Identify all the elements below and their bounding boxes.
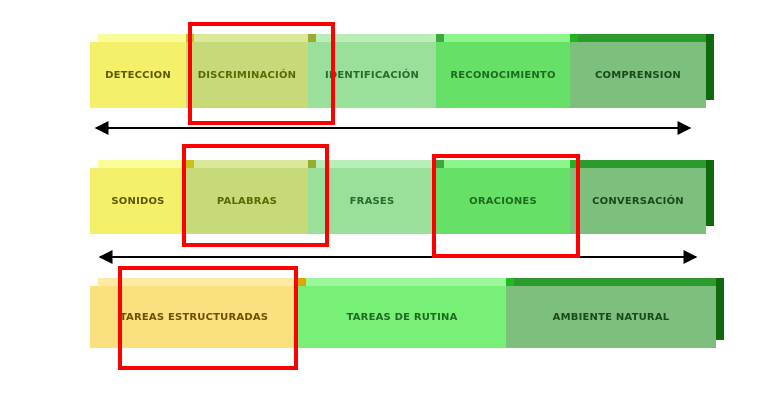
block-ambiente-natural: AMBIENTE NATURAL — [506, 278, 724, 348]
block-label: AMBIENTE NATURAL — [552, 311, 670, 323]
block-face — [436, 168, 570, 234]
block-top — [316, 34, 444, 42]
block-reconocimiento: RECONOCIMIENTO — [436, 34, 578, 108]
block-tareas-estructuradas: TAREAS ESTRUCTURADAS — [90, 278, 306, 348]
block-label: PALABRAS — [216, 195, 278, 207]
block-label: DISCRIMINACIÓN — [197, 69, 297, 81]
block-label: FRASES — [349, 195, 395, 207]
block-label: TAREAS ESTRUCTURADAS — [119, 311, 269, 323]
block-top — [444, 34, 578, 42]
highlight-oraciones — [432, 154, 580, 258]
highlight-palabras — [182, 144, 329, 247]
block-face — [90, 168, 186, 234]
block-face — [186, 168, 308, 234]
block-top — [316, 160, 444, 168]
block-top — [306, 278, 514, 286]
block-label: COMPRENSION — [594, 69, 681, 81]
block-top — [514, 278, 724, 286]
block-top — [578, 34, 714, 42]
block-face — [186, 42, 308, 108]
block-label: IDENTIFICACIÓN — [324, 69, 420, 81]
block-label: ORACIONES — [469, 195, 537, 207]
block-label: SONIDOS — [111, 195, 165, 207]
block-side — [716, 278, 724, 340]
block-face — [308, 42, 436, 108]
block-sonidos: SONIDOS — [90, 160, 194, 234]
block-conversacion: CONVERSACIÓN — [570, 160, 714, 234]
block-top — [578, 160, 714, 168]
block-top — [444, 160, 578, 168]
block-top — [98, 278, 306, 286]
block-face — [570, 42, 706, 108]
block-tareas-de-rutina: TAREAS DE RUTINA — [298, 278, 514, 348]
block-face — [90, 42, 186, 108]
highlight-tareas-estructuradas — [118, 266, 298, 370]
block-face — [90, 286, 298, 348]
block-side — [706, 34, 714, 100]
block-face — [506, 286, 716, 348]
block-side — [706, 160, 714, 226]
block-label: TAREAS DE RUTINA — [346, 311, 458, 323]
block-label: DETECCION — [105, 69, 171, 81]
block-deteccion: DETECCION — [90, 34, 194, 108]
block-label: CONVERSACIÓN — [592, 195, 684, 207]
highlight-discriminacion — [188, 22, 335, 125]
block-face — [298, 286, 506, 348]
block-face — [308, 168, 436, 234]
block-face — [570, 168, 706, 234]
block-face — [436, 42, 570, 108]
block-comprension: COMPRENSION — [570, 34, 714, 108]
block-top — [98, 160, 194, 168]
block-top — [194, 160, 316, 168]
block-label: RECONOCIMIENTO — [450, 69, 556, 81]
block-top — [194, 34, 316, 42]
block-top — [98, 34, 194, 42]
